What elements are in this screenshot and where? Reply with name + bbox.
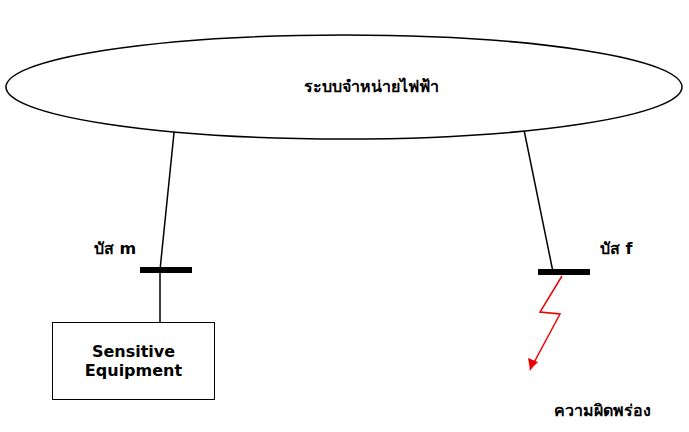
bus-label: บัส f [598,236,635,261]
fault-arrowhead [528,358,538,370]
bus-bar [538,269,590,275]
node-text: Sensitive Equipment [74,342,194,380]
bus-label: บัส m [92,236,138,261]
node-text: ระบบจำหน่ายไฟฟ้า [304,77,439,96]
bus-bar [140,267,192,273]
fault-bolt [530,276,562,370]
equipment-box: Sensitive Equipment [52,322,215,400]
fault-label: ความผิดพร่อง [552,398,653,423]
distribution-system-ellipse: ระบบจำหน่ายไฟฟ้า [5,34,683,140]
